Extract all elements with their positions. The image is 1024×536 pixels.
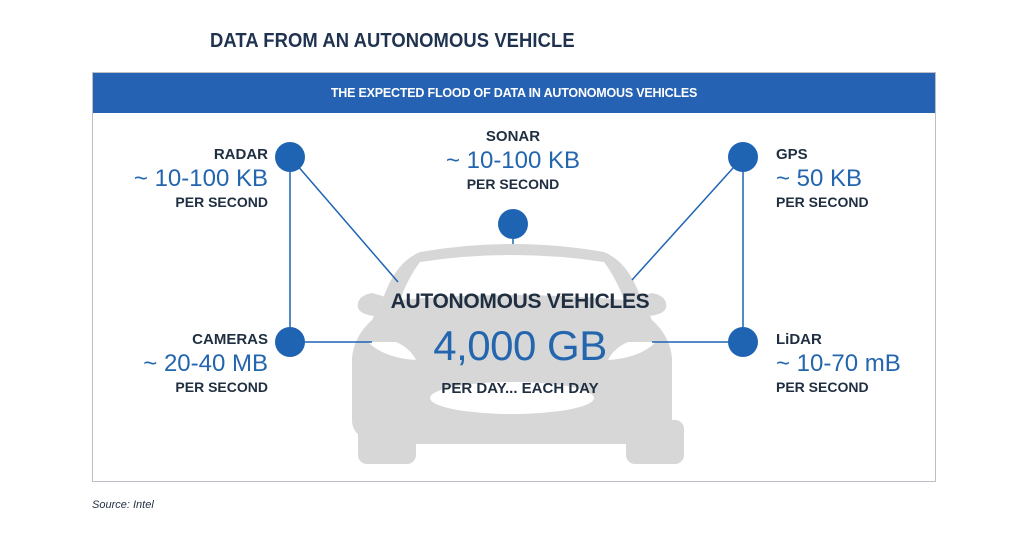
- center-subtitle: PER DAY... EACH DAY: [441, 380, 599, 397]
- gps-label-group: GPS ~ 50 KB PER SECOND: [776, 146, 926, 211]
- banner: THE EXPECTED FLOOD OF DATA IN AUTONOMOUS…: [93, 73, 935, 113]
- page-title: DATA FROM AN AUTONOMOUS VEHICLE: [210, 30, 575, 52]
- lidar-label-group: LiDAR ~ 10-70 mB PER SECOND: [776, 331, 926, 396]
- center-value: 4,000 GB: [433, 322, 607, 369]
- sonar-unit: PER SECOND: [466, 176, 560, 192]
- car-headlight-right: [608, 342, 656, 360]
- sonar-name: SONAR: [485, 128, 541, 145]
- gps-value: ~ 50 KB: [776, 165, 863, 192]
- radar-node: [275, 142, 305, 172]
- cameras-name: CAMERAS: [192, 331, 268, 348]
- radar-unit: PER SECOND: [175, 194, 268, 210]
- cameras-label-group: CAMERAS ~ 20-40 MB PER SECOND: [100, 331, 268, 396]
- sonar-node: [498, 209, 528, 239]
- lidar-node: [728, 327, 758, 357]
- sonar-value: ~ 10-100 KB: [445, 147, 581, 174]
- line-radar-car: [289, 156, 399, 283]
- sonar-label-group: SONAR ~ 10-100 KB PER SECOND: [420, 128, 606, 193]
- car-details: [368, 255, 656, 414]
- car-headlight-left: [368, 342, 416, 360]
- lidar-name: LiDAR: [776, 331, 822, 348]
- lidar-unit: PER SECOND: [776, 379, 869, 395]
- gps-node: [728, 142, 758, 172]
- gps-unit: PER SECOND: [776, 194, 869, 210]
- cameras-value: ~ 20-40 MB: [143, 350, 268, 377]
- source-note: Source: Intel: [92, 499, 154, 511]
- infographic-panel: THE EXPECTED FLOOD OF DATA IN AUTONOMOUS…: [92, 72, 936, 482]
- center-title: AUTONOMOUS VEHICLES: [390, 290, 650, 313]
- radar-value: ~ 10-100 KB: [133, 165, 268, 192]
- lidar-value: ~ 10-70 mB: [776, 350, 901, 377]
- cameras-unit: PER SECOND: [175, 379, 268, 395]
- radar-name: RADAR: [213, 146, 268, 163]
- car-grille: [430, 382, 594, 414]
- line-gps-car: [631, 156, 744, 281]
- connector-lines: [289, 156, 744, 343]
- radar-label-group: RADAR ~ 10-100 KB PER SECOND: [100, 146, 268, 211]
- sensor-nodes: [275, 142, 758, 357]
- cameras-node: [275, 327, 305, 357]
- car-windshield: [400, 255, 624, 300]
- gps-name: GPS: [776, 146, 808, 163]
